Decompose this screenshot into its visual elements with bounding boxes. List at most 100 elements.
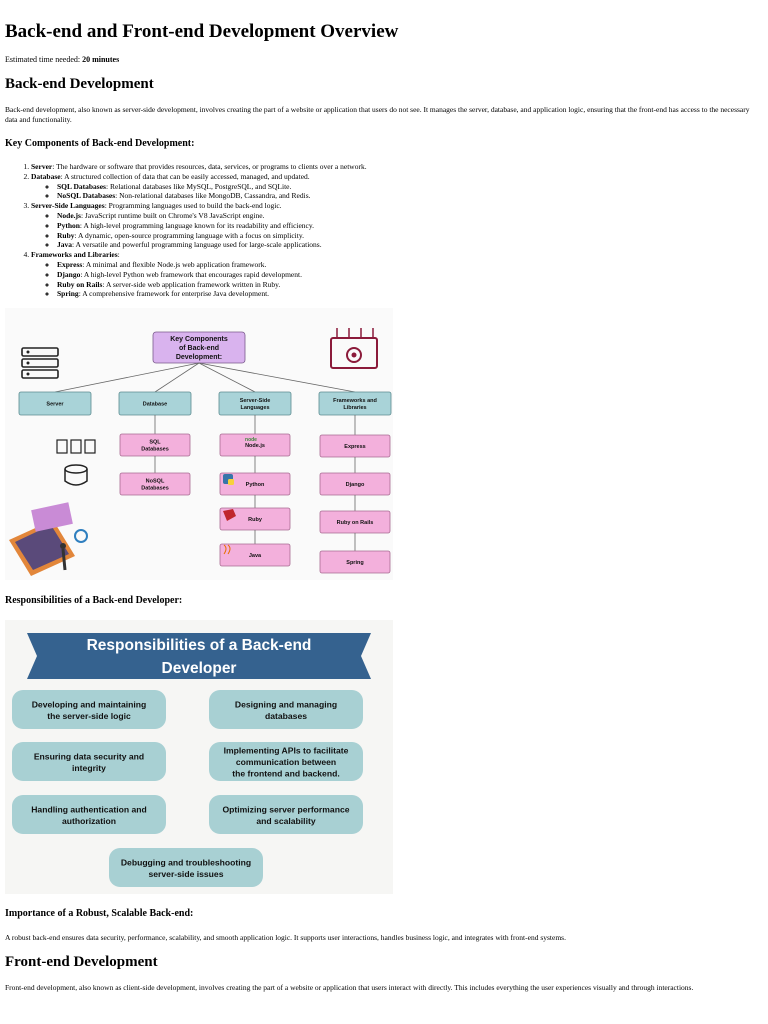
responsibility-card xyxy=(12,742,166,781)
child-node-label: Node.js xyxy=(245,443,265,449)
category-node-label: Languages xyxy=(240,405,269,411)
component-term: Frameworks and Libraries xyxy=(31,250,118,260)
component-subitem: Ruby on Rails: A server-side web applica… xyxy=(57,280,731,290)
subitem-desc: : Non-relational databases like MongoDB,… xyxy=(115,191,311,201)
component-subitem: NoSQL Databases: Non-relational database… xyxy=(57,191,731,201)
responsibility-card-label: the frontend and backend. xyxy=(232,769,339,779)
responsibility-card xyxy=(209,742,363,781)
person-head-icon xyxy=(60,543,66,549)
importance-text: A robust back-end ensures data security,… xyxy=(5,933,566,942)
nodejs-logo-icon: node xyxy=(245,437,257,443)
document-icon xyxy=(56,439,68,454)
frontend-heading: Front-end Development xyxy=(5,954,158,970)
child-node-label: Java xyxy=(249,553,262,559)
component-subitem: Node.js: JavaScript runtime built on Chr… xyxy=(57,211,731,221)
page-title: Back-end and Front-end Development Overv… xyxy=(5,21,399,42)
database-body-icon xyxy=(64,469,88,486)
component-sublist: Express: A minimal and flexible Node.js … xyxy=(31,260,731,299)
child-node xyxy=(219,543,291,567)
child-node-label: Django xyxy=(346,482,365,488)
component-term: Server xyxy=(31,162,53,171)
backend-heading: Back-end Development xyxy=(5,76,154,92)
document-icon xyxy=(84,439,96,454)
responsibility-card-label: and scalability xyxy=(256,816,315,826)
connector-line xyxy=(54,362,200,393)
component-item: Server-Side Languages: Programming langu… xyxy=(31,201,731,250)
component-desc: : The hardware or software that provides… xyxy=(52,162,367,171)
component-sublist: SQL Databases: Relational databases like… xyxy=(31,182,731,202)
responsibilities-banner-title: Developer xyxy=(162,660,237,677)
component-sublist: Node.js: JavaScript runtime built on Chr… xyxy=(31,211,731,250)
gear-icon xyxy=(346,347,362,363)
component-subitem: Express: A minimal and flexible Node.js … xyxy=(57,260,731,270)
responsibility-card-label: server-side issues xyxy=(148,869,223,879)
child-node-label: Express xyxy=(344,444,365,450)
server-rack-led-icon xyxy=(26,350,30,354)
component-subitem: Django: A high-level Python web framewor… xyxy=(57,270,731,280)
subitem-desc: : JavaScript runtime built on Chrome's V… xyxy=(80,210,265,220)
java-logo-icon xyxy=(223,544,231,555)
responsibility-card-label: Implementing APIs to facilitate xyxy=(224,746,349,756)
subitem-desc: : A high-level Python web framework that… xyxy=(80,269,302,279)
child-node-label: NoSQL xyxy=(146,478,165,484)
subitem-term: NoSQL Databases xyxy=(57,191,116,201)
responsibility-card-label: Handling authentication and xyxy=(31,804,147,814)
responsibilities-banner-title: Responsibilities of a Back-end xyxy=(87,637,312,654)
subitem-term: Express xyxy=(57,259,83,269)
responsibility-card-label: Debugging and troubleshooting xyxy=(121,857,251,867)
component-item: Frameworks and Libraries:Express: A mini… xyxy=(31,250,731,299)
server-rack-icon xyxy=(21,369,59,379)
person-body-icon xyxy=(61,548,67,571)
subitem-term: Spring xyxy=(57,289,79,299)
responsibility-card-label: integrity xyxy=(72,763,106,773)
server-rack-icon xyxy=(21,347,59,357)
child-node-label: Spring xyxy=(346,560,363,566)
root-node-label: of Back-end xyxy=(179,345,219,352)
subitem-term: Ruby xyxy=(57,230,75,240)
subitem-desc: : A high-level programming language know… xyxy=(79,220,315,230)
responsibility-card xyxy=(209,795,363,834)
responsibility-card xyxy=(109,848,263,887)
responsibility-card-label: authorization xyxy=(62,816,116,826)
backend-intro: Back-end development, also known as serv… xyxy=(5,105,750,124)
subitem-desc: : A comprehensive framework for enterpri… xyxy=(78,289,270,299)
responsibilities-banner xyxy=(27,633,371,679)
subitem-desc: : A server-side web application framewor… xyxy=(102,279,281,289)
subitem-desc: : Relational databases like MySQL, Postg… xyxy=(105,181,292,191)
gear-center-icon xyxy=(351,352,357,358)
category-node-label: Database xyxy=(143,401,167,407)
importance-heading: Importance of a Robust, Scalable Back-en… xyxy=(5,908,194,919)
child-node-label: Ruby xyxy=(248,517,263,523)
child-node-label: Databases xyxy=(141,485,169,491)
child-node-label: Python xyxy=(246,482,265,488)
server-rack-icon xyxy=(21,358,59,368)
component-desc: : Programming languages used to build th… xyxy=(104,201,282,211)
category-node-label: Server-Side xyxy=(240,398,271,404)
key-components-list: Server: The hardware or software that pr… xyxy=(5,162,731,299)
child-node-label: Databases xyxy=(141,446,169,452)
category-node-label: Frameworks and xyxy=(333,398,377,404)
connector-line xyxy=(198,362,256,393)
responsibility-card-label: Optimizing server performance xyxy=(222,804,349,814)
server-gear-icon xyxy=(330,337,378,369)
python-logo-icon-accent xyxy=(228,479,234,485)
child-node-label: SQL xyxy=(149,439,161,445)
subitem-term: Node.js xyxy=(57,210,81,220)
responsibility-card-label: the server-side logic xyxy=(47,711,131,721)
subitem-term: Java xyxy=(57,240,72,250)
responsibility-card xyxy=(12,795,166,834)
responsibilities-heading: Responsibilities of a Back-end Developer… xyxy=(5,595,183,606)
child-node-label: Ruby on Rails xyxy=(337,520,374,526)
subitem-desc: : A minimal and flexible Node.js web app… xyxy=(82,259,267,269)
responsibility-card xyxy=(209,690,363,729)
subitem-desc: : A versatile and powerful programming l… xyxy=(72,240,322,250)
laptop-screen-icon xyxy=(15,525,69,570)
subitem-term: SQL Databases xyxy=(57,181,106,191)
child-node xyxy=(119,472,191,496)
key-components-heading: Key Components of Back-end Development: xyxy=(5,138,195,149)
component-desc: : xyxy=(117,250,120,260)
component-subitem: SQL Databases: Relational databases like… xyxy=(57,182,731,192)
